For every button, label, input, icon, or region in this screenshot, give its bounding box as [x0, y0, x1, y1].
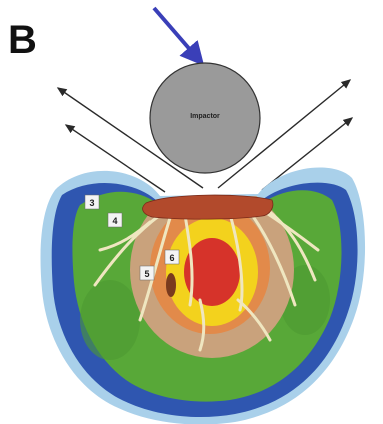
zone-label-4-text: 4	[112, 216, 117, 226]
impactor-label: Impactor	[190, 113, 220, 120]
zone-label-3-text: 3	[89, 198, 94, 208]
zone-label-4: 4	[108, 213, 122, 227]
zone-label-3: 3	[85, 195, 99, 209]
zone-label-6: 6	[165, 250, 179, 264]
zone-label-5: 5	[140, 266, 154, 280]
impact-direction-arrow	[154, 8, 199, 60]
panel-letter: B	[8, 18, 37, 62]
impactor: Impactor	[150, 63, 260, 173]
zone-label-6-text: 6	[169, 253, 174, 263]
zone-label-5-text: 5	[144, 269, 149, 279]
melt-layer	[143, 195, 273, 219]
dark-inclusion	[166, 273, 176, 297]
